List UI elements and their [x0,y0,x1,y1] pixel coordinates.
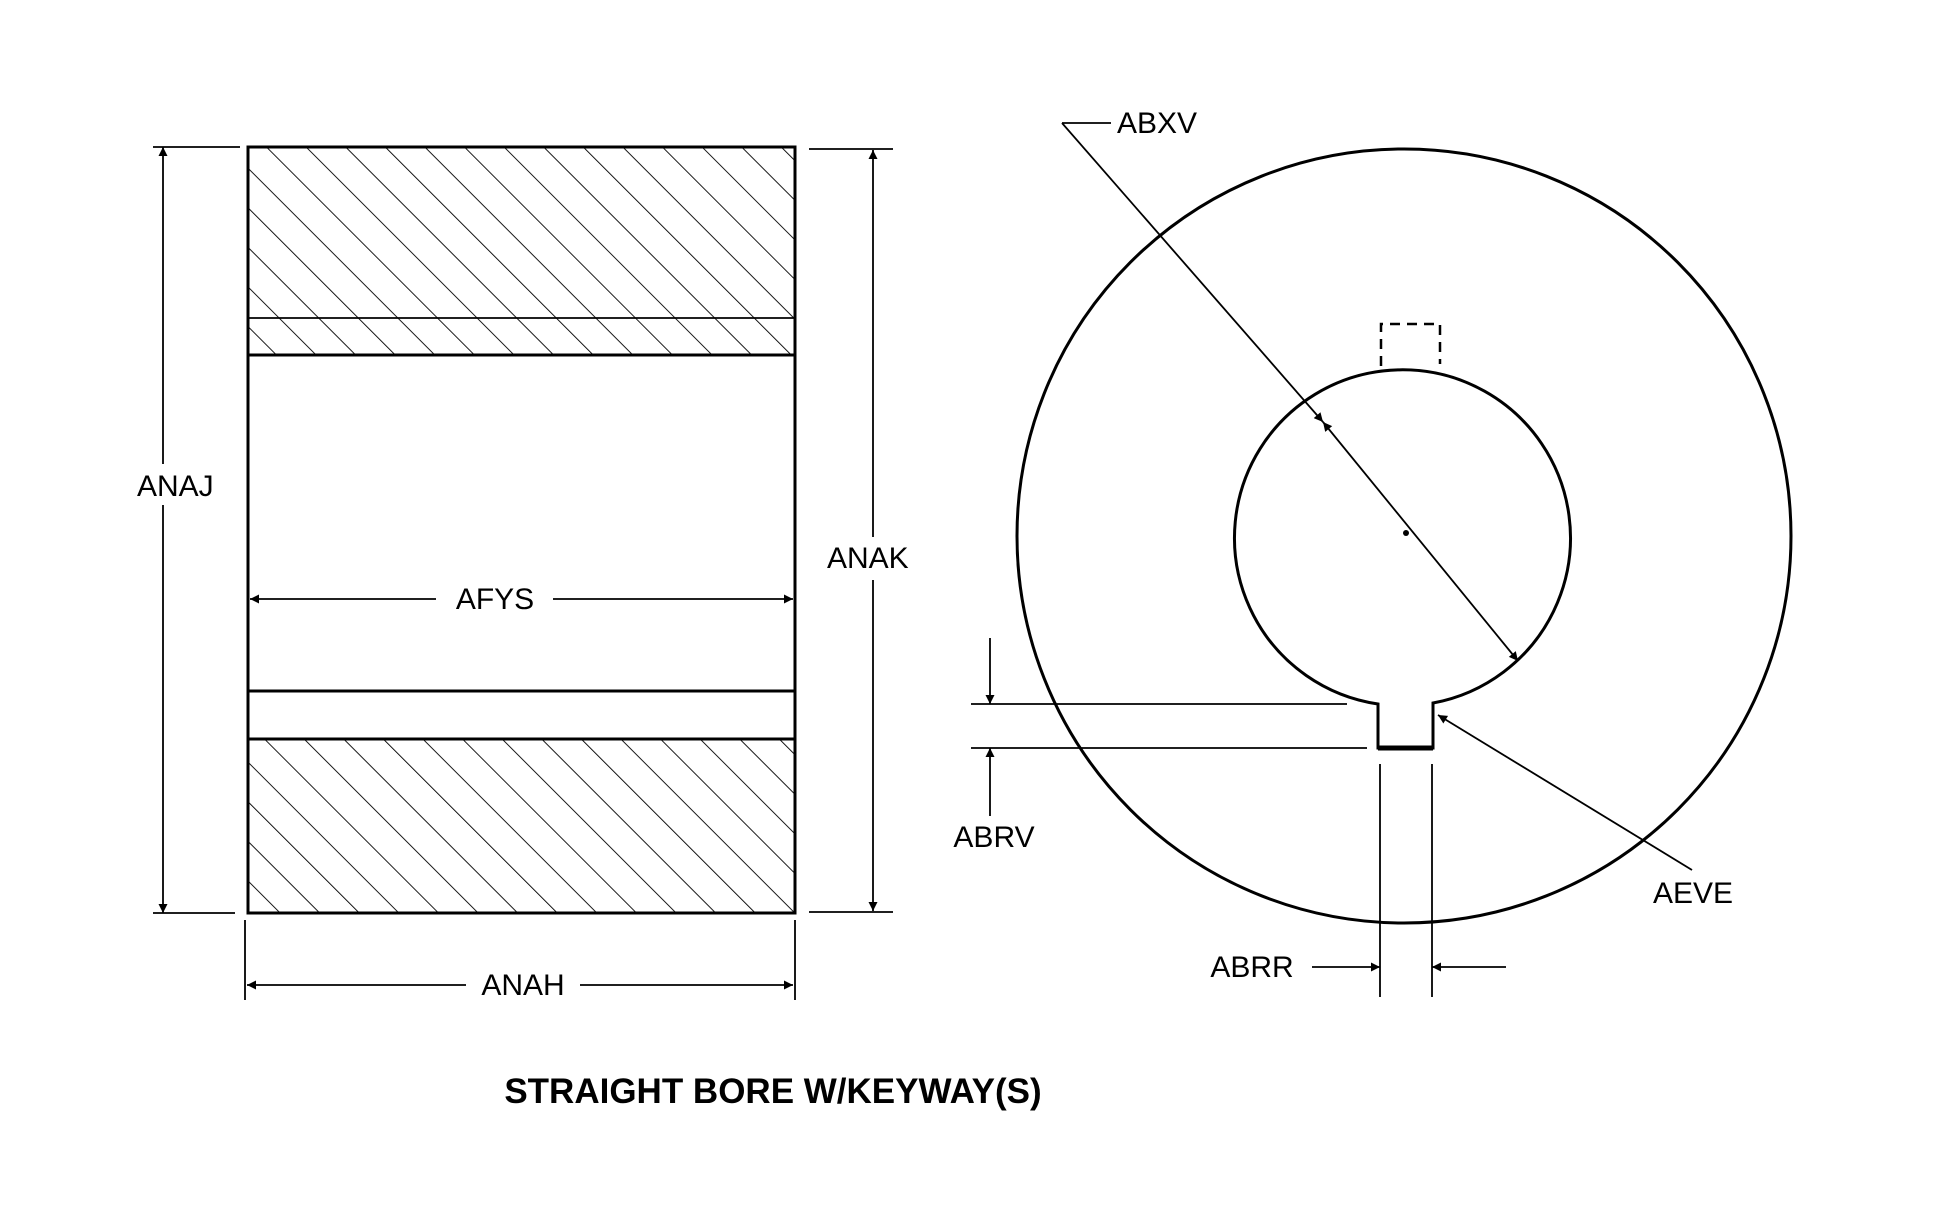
dimension-aeve: AEVE [1437,714,1733,910]
bore-with-keyway-outline [1233,368,1572,750]
label-anak: ANAK [827,542,909,575]
dimension-abrv: ABRV [953,638,1367,854]
label-abxv: ABXV [1117,107,1197,140]
dimension-abrr: ABRR [1210,764,1506,997]
dimension-anaj: ANAJ [137,146,240,914]
end-view [1015,147,1793,925]
hatched-top-band [248,147,795,354]
opposite-keyway-hidden [1379,322,1442,366]
label-anah: ANAH [481,969,564,1002]
hatched-bottom-band [248,739,795,913]
drawing-title: STRAIGHT BORE W/KEYWAY(S) [504,1072,1041,1111]
center-point [1403,530,1409,536]
label-afys: AFYS [456,583,534,616]
label-aeve: AEVE [1653,877,1733,910]
dimension-afys: AFYS [250,583,793,616]
dimension-anah: ANAH [244,920,796,1002]
label-abrr: ABRR [1210,951,1293,984]
hub-outline [246,145,797,915]
outer-diameter-circle [1015,147,1793,925]
label-anaj: ANAJ [137,470,214,503]
dimension-abxv: ABXV [1061,107,1519,662]
side-section-view [246,145,797,915]
label-abrv: ABRV [953,821,1034,854]
dimension-anak: ANAK [809,148,909,913]
